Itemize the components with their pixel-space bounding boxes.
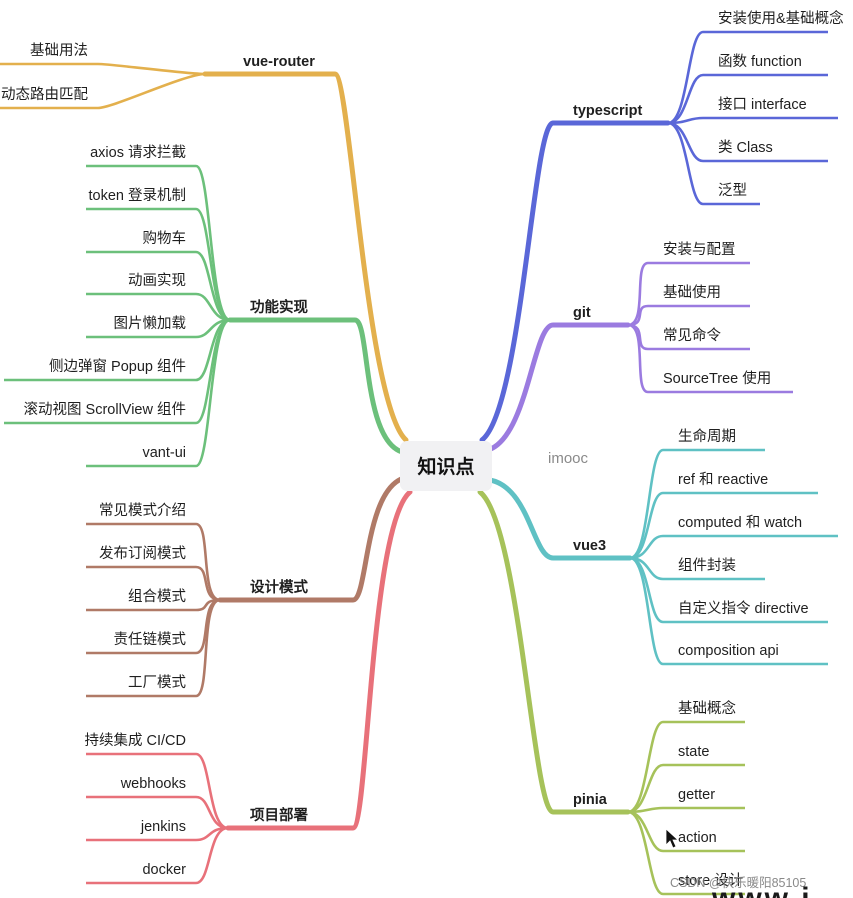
branch-0-label[interactable]: vue-router	[243, 54, 315, 70]
branch-2-leaf-label[interactable]: 常见模式介绍	[99, 502, 186, 519]
branch-4-leaf-label[interactable]: 类 Class	[718, 139, 773, 156]
branch-7-leaf-connector	[627, 810, 664, 896]
branch-7-edge	[477, 489, 631, 815]
branch-6-leaf-label[interactable]: 组件封装	[678, 557, 736, 574]
watermark-csdn: CSDN @快乐暖阳85105	[670, 876, 806, 890]
branch-4-leaf-connector	[667, 121, 704, 206]
branch-6-leaf-label[interactable]: ref 和 reactive	[678, 471, 768, 488]
branch-1-leaf-label[interactable]: 动画实现	[128, 272, 186, 289]
branch-5-leaf-label[interactable]: 安装与配置	[663, 241, 736, 258]
branch-2-leaf-label[interactable]: 工厂模式	[128, 674, 186, 691]
branch-1-leaf-label[interactable]: axios 请求拦截	[90, 144, 186, 161]
branch-7-leaf-label[interactable]: 基础概念	[678, 699, 736, 717]
branch-5-leaf-label[interactable]: 常见命令	[663, 326, 721, 344]
mouse-pointer-icon	[665, 828, 680, 849]
branch-5-label[interactable]: git	[573, 305, 591, 321]
root-node-label: 知识点	[417, 455, 474, 478]
watermark-www: www.i	[711, 882, 813, 898]
branch-1-leaf-label[interactable]: 购物车	[143, 230, 187, 247]
branch-0-leaf-label[interactable]: 动态路由匹配	[1, 86, 88, 103]
branch-7-leaf-label[interactable]: store 设计	[678, 872, 743, 889]
branch-6-leaf-label[interactable]: 生命周期	[678, 427, 736, 445]
branch-2-leaf-label[interactable]: 责任链模式	[114, 631, 187, 648]
branch-6-leaf-connector	[629, 491, 664, 560]
branch-4-leaf-label[interactable]: 函数 function	[718, 53, 802, 70]
branch-5-leaf-connector	[627, 261, 649, 327]
branch-4-leaf-label[interactable]: 接口 interface	[718, 96, 807, 113]
branch-5-leaf-label[interactable]: 基础使用	[663, 284, 721, 301]
branch-1-leaf-label[interactable]: 滚动视图 ScrollView 组件	[24, 401, 186, 418]
branch-3-leaf-connector	[195, 752, 229, 830]
branch-5-leaf-connector	[627, 323, 649, 394]
branch-7-label[interactable]: pinia	[573, 792, 608, 808]
branch-3-label[interactable]: 项目部署	[250, 806, 308, 824]
branch-4-label[interactable]: typescript	[573, 103, 642, 119]
branch-1-leaf-connector	[195, 318, 231, 468]
branch-2-edge	[217, 475, 407, 603]
branch-3-leaf-label[interactable]: 持续集成 CI/CD	[85, 732, 187, 749]
branch-1-label[interactable]: 功能实现	[250, 298, 308, 316]
branch-4-leaf-label[interactable]: 安装使用&基础概念	[718, 9, 844, 27]
branch-1-leaf-label[interactable]: vant-ui	[142, 445, 186, 461]
branch-1-leaf-label[interactable]: token 登录机制	[89, 187, 187, 204]
branch-6-leaf-label[interactable]: composition api	[678, 643, 779, 659]
branch-1-leaf-label[interactable]: 侧边弹窗 Popup 组件	[49, 357, 186, 375]
branch-3-leaf-label[interactable]: docker	[142, 862, 186, 878]
branch-7-leaf-label[interactable]: getter	[678, 787, 715, 803]
branch-6-leaf-label[interactable]: computed 和 watch	[678, 514, 802, 531]
branch-2-leaf-connector	[195, 598, 221, 698]
branch-3-leaf-label[interactable]: jenkins	[140, 819, 186, 835]
branch-4-leaf-label[interactable]: 泛型	[718, 182, 747, 199]
branch-1-leaf-connector	[195, 207, 231, 322]
branch-2-leaf-label[interactable]: 发布订阅模式	[99, 545, 186, 562]
branch-3-edge	[225, 489, 413, 831]
root-node-box	[400, 441, 492, 491]
branch-6-leaf-connector	[629, 448, 664, 560]
branch-5-leaf-label[interactable]: SourceTree 使用	[663, 370, 771, 387]
branch-0-edge	[202, 71, 409, 443]
root-node[interactable]: 知识点	[400, 441, 492, 491]
branch-0-leaf-connector	[97, 62, 206, 76]
branch-6-leaf-connector	[629, 556, 664, 666]
branch-1-leaf-label[interactable]: 图片懒加载	[114, 315, 187, 332]
branch-2-leaf-connector	[195, 522, 221, 602]
branch-5-edge	[485, 322, 631, 453]
branch-7-leaf-label[interactable]: action	[678, 830, 717, 846]
branch-1-leaf-connector	[195, 250, 231, 322]
branch-2-leaf-label[interactable]: 组合模式	[128, 588, 186, 605]
branch-2-label[interactable]: 设计模式	[250, 578, 308, 596]
branch-3-leaf-label[interactable]: webhooks	[120, 776, 186, 792]
branch-0-leaf-label[interactable]: 基础用法	[30, 42, 88, 59]
branch-0-leaf-connector	[97, 72, 206, 110]
branch-7-leaf-connector	[627, 720, 664, 814]
branch-6-leaf-label[interactable]: 自定义指令 directive	[678, 600, 809, 617]
watermark-imooc: imooc	[548, 450, 589, 467]
mindmap-edges	[0, 30, 838, 896]
branch-7-leaf-label[interactable]: state	[678, 744, 709, 760]
branch-6-edge	[487, 477, 633, 561]
branch-4-leaf-connector	[667, 30, 704, 125]
branch-4-edge	[479, 120, 671, 443]
branch-3-leaf-connector	[195, 826, 229, 885]
branch-1-edge	[227, 317, 405, 455]
branch-6-label[interactable]: vue3	[573, 538, 606, 554]
